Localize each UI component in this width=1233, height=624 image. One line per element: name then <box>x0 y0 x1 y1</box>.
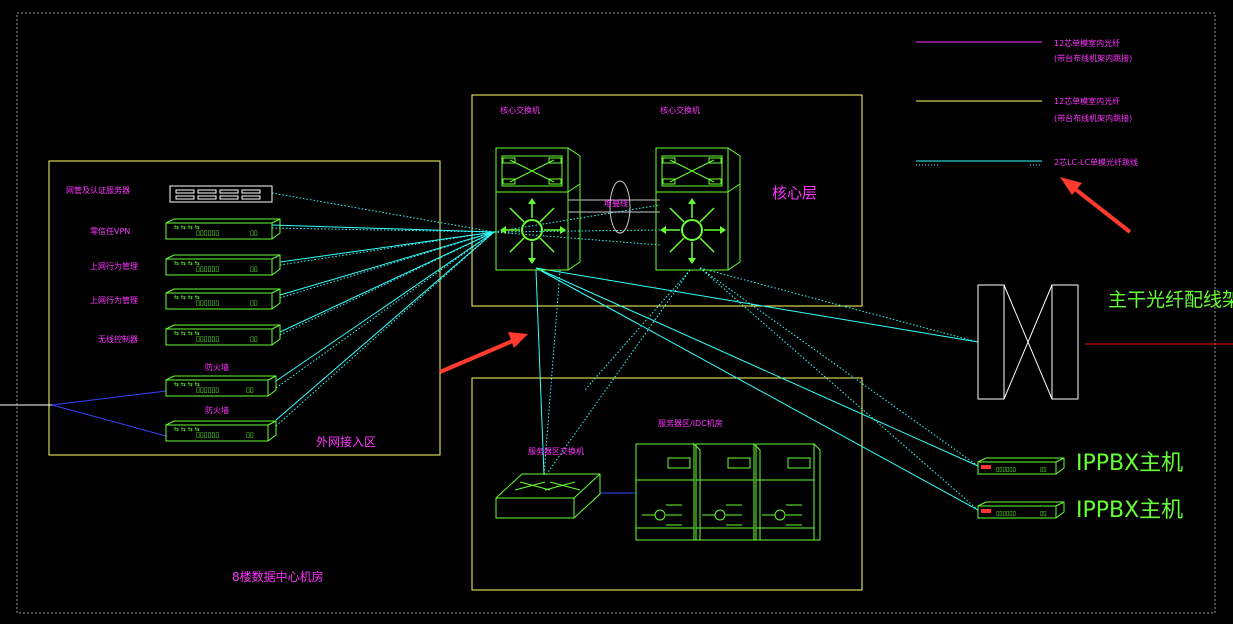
annotation-arrow-core <box>439 332 528 374</box>
server-rack-3[interactable] <box>755 442 821 541</box>
ippbx-host-2[interactable]: ▯▯▯▯▯▯ ▯▯ <box>977 501 1065 519</box>
legend-yellow-text-1: 12芯单模室内光纤 <box>1054 96 1120 106</box>
ippbx-host-1[interactable]: ▯▯▯▯▯▯ ▯▯ <box>977 457 1065 475</box>
device-label-3: 上网行为管理 <box>90 295 138 305</box>
svg-text:▯▯▯▯▯▯: ▯▯▯▯▯▯ <box>196 229 219 237</box>
server-rack-2[interactable] <box>695 442 761 541</box>
core-switch-right-label: 核心交换机 <box>660 105 700 115</box>
core-layer-title: 核心层 <box>772 184 817 202</box>
core-layer: 核心交换机 核心交换机 核心层 堆叠线 <box>495 105 817 271</box>
external-access-frame <box>48 160 441 456</box>
svg-text:▯▯: ▯▯ <box>1040 466 1047 473</box>
legend-magenta-text-2: (带台布线机架内跳接) <box>1054 53 1132 63</box>
svg-text:▯▯▯▯▯▯: ▯▯▯▯▯▯ <box>196 386 219 394</box>
firewall-label-2: 防火墙 <box>205 405 229 415</box>
svg-text:⇆ ⇆ ⇆ ⇆: ⇆ ⇆ ⇆ ⇆ <box>174 260 200 267</box>
backbone-label: 主干光纤配线架 <box>1108 289 1233 311</box>
legend-yellow-text-2: (带台布线机架内跳接) <box>1054 113 1132 123</box>
svg-text:⇆ ⇆ ⇆ ⇆: ⇆ ⇆ ⇆ ⇆ <box>174 381 200 388</box>
core-switch-right[interactable] <box>655 147 741 271</box>
svg-text:▯▯▯▯▯▯: ▯▯▯▯▯▯ <box>996 466 1016 473</box>
zero-trust-vpn-device[interactable]: ▯▯▯▯▯▯ ▯▯ ⇆ ⇆ ⇆ ⇆ <box>165 218 281 240</box>
auth-server[interactable] <box>169 185 273 203</box>
svg-text:▯▯▯▯▯▯: ▯▯▯▯▯▯ <box>196 335 219 343</box>
svg-text:⇆ ⇆ ⇆ ⇆: ⇆ ⇆ ⇆ ⇆ <box>174 294 200 301</box>
wireless-controller-device[interactable]: ▯▯▯▯▯▯ ▯▯ ⇆ ⇆ ⇆ ⇆ <box>165 324 281 346</box>
core-layer-frame <box>471 94 863 307</box>
server-zone-switch[interactable] <box>495 473 601 519</box>
svg-text:▯▯: ▯▯ <box>1040 510 1047 517</box>
svg-text:⇆ ⇆ ⇆ ⇆: ⇆ ⇆ ⇆ ⇆ <box>174 426 200 433</box>
device-label-4: 无线控制器 <box>98 334 138 344</box>
legend-magenta-text-1: 12芯单模室内光纤 <box>1054 38 1120 48</box>
connections <box>0 180 1233 511</box>
svg-text:▯▯▯▯▯▯: ▯▯▯▯▯▯ <box>196 299 219 307</box>
svg-text:▯▯▯▯▯▯: ▯▯▯▯▯▯ <box>196 265 219 273</box>
svg-text:▯▯▯▯▯▯: ▯▯▯▯▯▯ <box>996 510 1016 517</box>
behavior-mgmt-device-2[interactable]: ▯▯▯▯▯▯ ▯▯ ⇆ ⇆ ⇆ ⇆ <box>165 288 281 310</box>
server-zone: 服务器区交换机 服务器区/IDC机房 <box>495 418 821 541</box>
server-switch-label: 服务器区交换机 <box>528 446 584 456</box>
external-zone-title: 外网接入区 <box>316 434 376 449</box>
svg-text:▯▯: ▯▯ <box>250 265 258 273</box>
behavior-mgmt-device-1[interactable]: ▯▯▯▯▯▯ ▯▯ ⇆ ⇆ ⇆ ⇆ <box>165 254 281 276</box>
external-access-zone: 外网接入区 网管及认证服务器 零信任VPN 上网行为管理 上网行为管理 无线控制… <box>66 185 376 449</box>
outer-frame <box>16 12 1216 614</box>
firewall-device-2[interactable]: ▯▯▯▯▯▯ ▯▯ ⇆ ⇆ ⇆ ⇆ <box>165 420 277 442</box>
core-switch-left-label: 核心交换机 <box>500 105 540 115</box>
svg-text:▯▯: ▯▯ <box>250 299 258 307</box>
svg-text:⇆ ⇆ ⇆ ⇆: ⇆ ⇆ ⇆ ⇆ <box>174 330 200 337</box>
annotation-arrow-legend <box>1060 177 1132 234</box>
legend-cyan-text: 2芯LC-LC单模光纤跳线 <box>1054 157 1138 167</box>
device-label-2: 上网行为管理 <box>90 261 138 271</box>
server-rack-label: 服务器区/IDC机房 <box>658 418 723 428</box>
stack-link-ellipse <box>609 180 631 234</box>
svg-text:▯▯▯▯▯▯: ▯▯▯▯▯▯ <box>196 431 219 439</box>
stack-line-label: 堆叠线 <box>604 198 628 208</box>
core-switch-left[interactable] <box>495 147 581 271</box>
svg-text:▯▯: ▯▯ <box>250 335 258 343</box>
svg-text:▯▯: ▯▯ <box>246 386 254 394</box>
room-label: 8楼数据中心机房 <box>232 569 324 584</box>
backbone-odf[interactable] <box>977 284 1079 400</box>
firewall-device-1[interactable]: ▯▯▯▯▯▯ ▯▯ ⇆ ⇆ ⇆ ⇆ <box>165 375 277 397</box>
svg-text:▯▯: ▯▯ <box>250 229 258 237</box>
ippbx-label-1: IPPBX主机 <box>1076 451 1183 476</box>
device-label-0: 网管及认证服务器 <box>66 185 130 195</box>
ippbx-label-2: IPPBX主机 <box>1076 498 1183 523</box>
server-rack-1[interactable] <box>635 442 701 541</box>
server-zone-frame <box>471 377 863 591</box>
firewall-label-1: 防火墙 <box>205 362 229 372</box>
svg-text:⇆ ⇆ ⇆ ⇆: ⇆ ⇆ ⇆ ⇆ <box>174 224 200 231</box>
device-label-1: 零信任VPN <box>90 226 130 236</box>
legend: 12芯单模室内光纤 (带台布线机架内跳接) 12芯单模室内光纤 (带台布线机架内… <box>916 38 1138 167</box>
svg-text:▯▯: ▯▯ <box>246 431 254 439</box>
